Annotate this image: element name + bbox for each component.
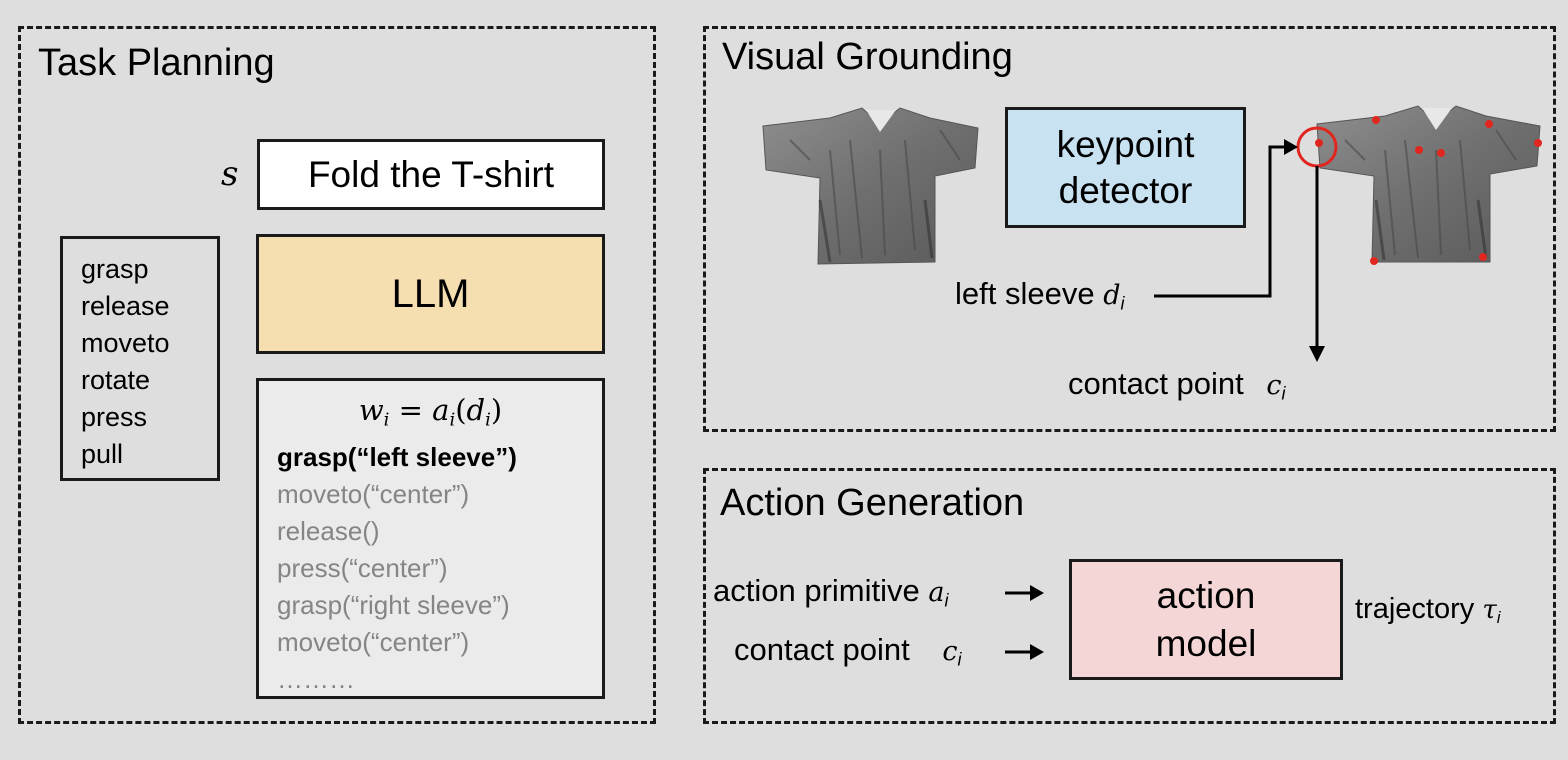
primitive-item: moveto <box>81 328 170 358</box>
visual-grounding-title: Visual Grounding <box>722 36 1013 78</box>
primitive-item: pull <box>81 439 124 469</box>
plan-formula-func: a <box>432 393 450 427</box>
tshirt-keypoints-image <box>1316 105 1541 263</box>
left-sleeve-input: left sleeve di <box>955 276 1125 314</box>
action-model-label-line2: model <box>1155 622 1257 664</box>
left-sleeve-symbol-sub: i <box>1120 293 1125 314</box>
instruction-box: Fold the T-shirt <box>257 139 605 210</box>
trajectory-symbol-sub: i <box>1496 608 1501 628</box>
contact-point-output: contact point ci <box>1068 366 1286 404</box>
tshirt-raw-image <box>762 107 979 265</box>
plan-formula: wi = ai(di) <box>358 393 503 431</box>
trajectory-symbol: τ <box>1482 595 1497 625</box>
llm-label: LLM <box>391 271 470 316</box>
action-primitive-input: action primitive ai <box>713 573 948 611</box>
plan-step: moveto(“center”) <box>277 627 470 658</box>
plan-formula-equals: = <box>389 393 433 427</box>
keypoint-markers <box>1315 116 1542 265</box>
task-planning-panel <box>18 26 656 724</box>
action-generation-title: Action Generation <box>720 482 1025 524</box>
plan-formula-lhs-sub: i <box>383 409 390 431</box>
keypoint-detector-box: keypoint detector <box>1005 107 1246 228</box>
contact-point-input-label: contact point <box>734 632 910 667</box>
task-planning-title: Task Planning <box>38 42 275 84</box>
left-sleeve-symbol: d <box>1103 280 1121 311</box>
action-model-box: action model <box>1069 559 1343 680</box>
grounding-arrows <box>1154 145 1319 350</box>
action-primitive-symbol: a <box>928 577 945 608</box>
contact-point-input-symbol-sub: i <box>957 649 962 670</box>
action-arrows <box>1005 591 1032 654</box>
plan-step-active: grasp(“left sleeve”) <box>277 442 517 473</box>
contact-point-output-symbol: c <box>1266 370 1282 401</box>
keypoint-detector-label-line2: detector <box>1058 169 1193 211</box>
left-sleeve-label: left sleeve <box>955 276 1095 311</box>
plan-step: moveto(“center”) <box>277 479 470 510</box>
primitive-item: rotate <box>81 365 151 395</box>
primitive-item: release <box>81 291 170 321</box>
primitives-list: grasp release moveto rotate press pull <box>81 251 170 473</box>
llm-box: LLM <box>256 234 605 354</box>
action-model-label-line1: action <box>1156 574 1256 616</box>
plan-formula-arg-sub: i <box>485 409 491 431</box>
plan-formula-func-sub: i <box>449 409 456 431</box>
keypoint-detector-label-line1: keypoint <box>1056 123 1195 165</box>
action-primitive-symbol-sub: i <box>944 590 949 611</box>
primitive-item: grasp <box>81 254 149 284</box>
plan-step: grasp(“right sleeve”) <box>277 590 510 621</box>
plan-formula-lhs: w <box>358 393 384 427</box>
plan-step: ……… <box>277 664 355 695</box>
action-primitive-label: action primitive <box>713 573 920 608</box>
contact-point-output-symbol-sub: i <box>1281 383 1286 404</box>
trajectory-label: trajectory <box>1355 593 1475 625</box>
contact-point-input-symbol: c <box>942 636 958 667</box>
plan-step: press(“center”) <box>277 553 448 584</box>
instruction-text: Fold the T-shirt <box>307 153 555 195</box>
plan-box: wi = ai(di) grasp(“left sleeve”) moveto(… <box>256 378 605 699</box>
visual-grounding-panel <box>703 26 1556 432</box>
trajectory-output: trajectory τi <box>1355 593 1501 628</box>
primitives-box: grasp release moveto rotate press pull <box>60 236 220 481</box>
action-generation-panel <box>703 468 1556 724</box>
contact-point-output-label: contact point <box>1068 366 1244 401</box>
plan-steps: grasp(“left sleeve”) moveto(“center”) re… <box>277 439 602 698</box>
contact-point-input: contact point ci <box>734 632 962 670</box>
primitive-item: press <box>81 402 148 432</box>
plan-step: release() <box>277 516 380 547</box>
plan-formula-arg: d <box>466 393 486 427</box>
instruction-symbol: s <box>221 154 239 194</box>
